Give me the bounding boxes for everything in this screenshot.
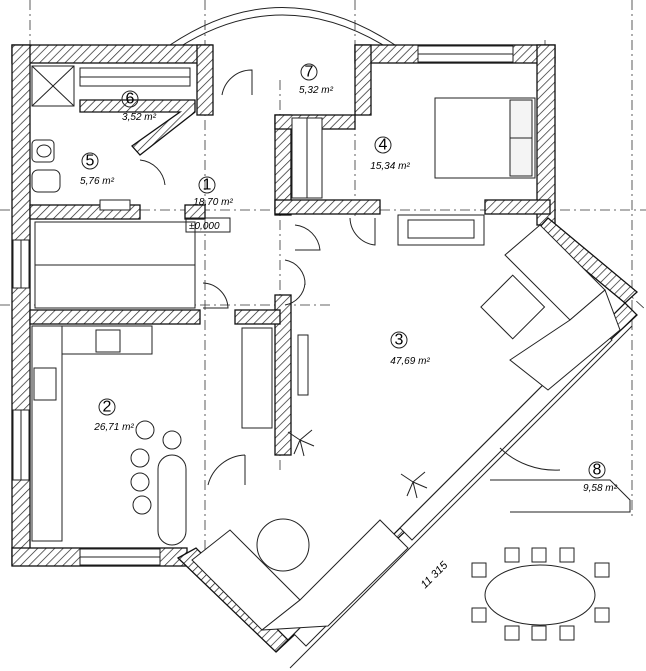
level-mark-box [185,217,231,233]
fireplace [397,214,485,246]
staircase [34,221,196,309]
room-number-3: 3 [395,332,404,349]
level-mark: ±0,000 [189,221,220,232]
dimension-label: 11 315 [419,559,451,591]
room-number-8: 8 [593,462,602,479]
room-area-4: 15,34 m² [370,161,410,172]
bathroom-fixtures [31,65,166,211]
bed [434,97,536,179]
room-number-4: 4 [379,137,388,154]
room-area-6: 3,52 m² [122,112,157,123]
room-number-6: 6 [126,91,135,108]
interior-walls [29,44,551,456]
doors [202,69,376,309]
room-number-2: 2 [103,399,112,416]
dining-table [471,547,610,641]
room-area-2: 26,71 m² [93,422,134,433]
bar-stools [130,420,187,546]
kitchen-door [207,454,246,486]
plant-1 [287,429,315,457]
room-area-5: 5,76 m² [80,176,115,187]
armchair [480,274,546,340]
bay-arc [169,7,396,46]
terrace-outline [490,479,631,513]
plant-2 [400,471,428,499]
room-labels: 1 18,70 m² 2 26,71 m² 3 47,69 m² 4 15,34… [80,63,618,494]
room-area-8: 9,58 m² [583,483,618,494]
corner-sofa-left [191,519,409,631]
room-number-7: 7 [305,64,314,81]
room-area-3: 47,69 m² [390,356,430,367]
wardrobe-rails [79,67,191,87]
wardrobe-room-4 [291,117,323,199]
room-number-1: 1 [203,177,212,194]
room-area-7: 5,32 m² [299,85,334,96]
kitchen-counters [31,325,273,542]
room-number-5: 5 [86,153,95,170]
coffee-table [256,518,310,572]
room-area-1: 18,70 m² [193,197,233,208]
corner-sofa-right [504,224,621,391]
dimension-line [289,325,633,669]
tv-unit [297,334,309,396]
